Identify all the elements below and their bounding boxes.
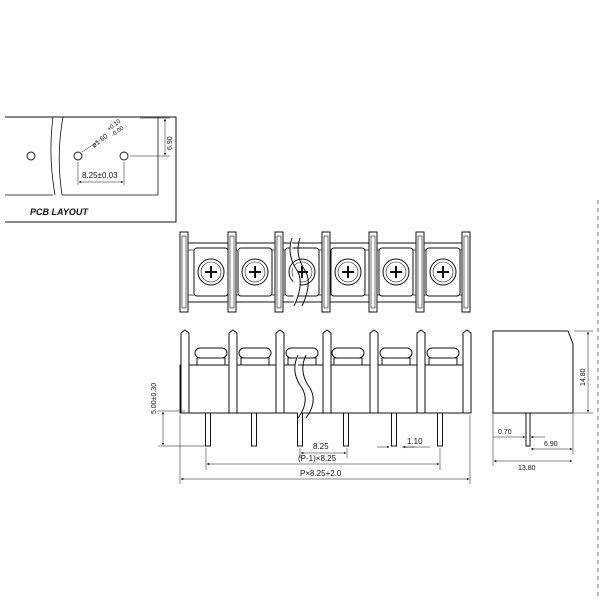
barrier-wall: [179, 231, 189, 313]
pin-thickness-label: 0.70: [498, 429, 512, 436]
barrier-wall: [461, 231, 471, 313]
screw-head: [238, 347, 272, 366]
pcb-hole: [119, 151, 129, 161]
screw-head: [331, 347, 365, 366]
solder-pin: [205, 412, 211, 447]
barrier-wall: [322, 329, 332, 414]
solder-pin: [343, 412, 349, 447]
pcb-pitch-label: 8.25±0.03: [82, 171, 118, 180]
pcb-break-line: [58, 116, 64, 196]
pcb-offset-label: 6.90: [167, 136, 174, 150]
side-body: [492, 330, 574, 414]
solder-pin: [437, 412, 443, 447]
barrier-wall: [415, 231, 425, 313]
screw-head: [379, 347, 413, 366]
pcb-layout-title: PCB LAYOUT: [30, 207, 89, 217]
barrier-wall: [180, 329, 190, 414]
side-view: [492, 330, 593, 466]
screw-terminal: [237, 247, 273, 297]
barrier-wall: [369, 329, 379, 414]
barrier-wall: [227, 231, 237, 313]
pin-offset-label: 6.90: [544, 441, 558, 448]
break-line: [297, 237, 309, 307]
barrier-wall: [416, 329, 426, 414]
top-view: [179, 231, 471, 313]
barrier-wall: [228, 329, 238, 414]
svg-text:ø1.60: ø1.60: [91, 133, 109, 150]
barrier-wall: [321, 231, 331, 313]
pitch-span-label: (P-1)×8.25: [298, 454, 337, 463]
pcb-break-line: [50, 116, 56, 196]
pcb-frame: [5, 116, 177, 223]
solder-pin: [251, 412, 257, 447]
barrier-wall: [462, 329, 472, 414]
barrier-wall: [274, 231, 284, 313]
pcb-hole: [73, 151, 83, 161]
pcb-hole: [26, 151, 36, 161]
screw-terminal: [330, 247, 366, 297]
break-line: [289, 237, 301, 307]
pin-length-label: 5.00±0.30: [151, 383, 158, 414]
screw-head: [194, 347, 228, 366]
screw-terminal: [193, 247, 229, 297]
side-depth-label: 13.80: [518, 465, 536, 472]
total-length-label: P×8.25+2.0: [300, 469, 342, 478]
break-line: [302, 354, 314, 419]
pin-width-label: 1.10: [407, 437, 423, 446]
screw-terminal: [378, 247, 414, 297]
pcb-layout-view: [5, 116, 177, 223]
screw-terminal: [425, 247, 461, 297]
side-height-label: 14.80: [580, 368, 587, 386]
barrier-wall: [275, 329, 285, 414]
screw-head: [426, 347, 460, 366]
barrier-wall: [368, 231, 378, 313]
front-view: [158, 329, 472, 484]
side-pin: [525, 412, 531, 447]
solder-pin: [391, 412, 397, 447]
pin-pitch-label: 8.25: [313, 442, 329, 451]
break-line: [294, 354, 306, 419]
screw-head: [285, 347, 319, 366]
pcb-hole-label: ø1.60 +0.10 -0.00: [91, 118, 126, 150]
